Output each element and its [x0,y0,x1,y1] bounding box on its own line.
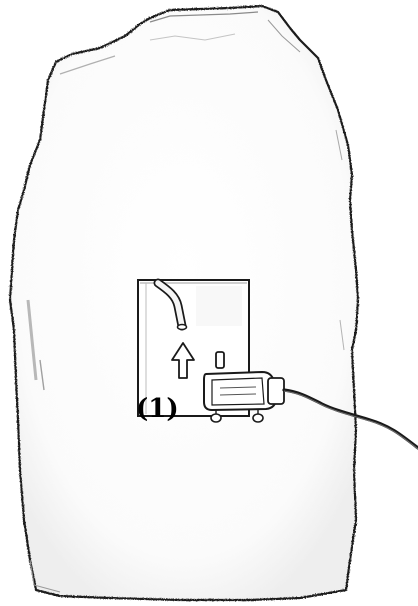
callout-label-1: (1) [136,394,179,424]
